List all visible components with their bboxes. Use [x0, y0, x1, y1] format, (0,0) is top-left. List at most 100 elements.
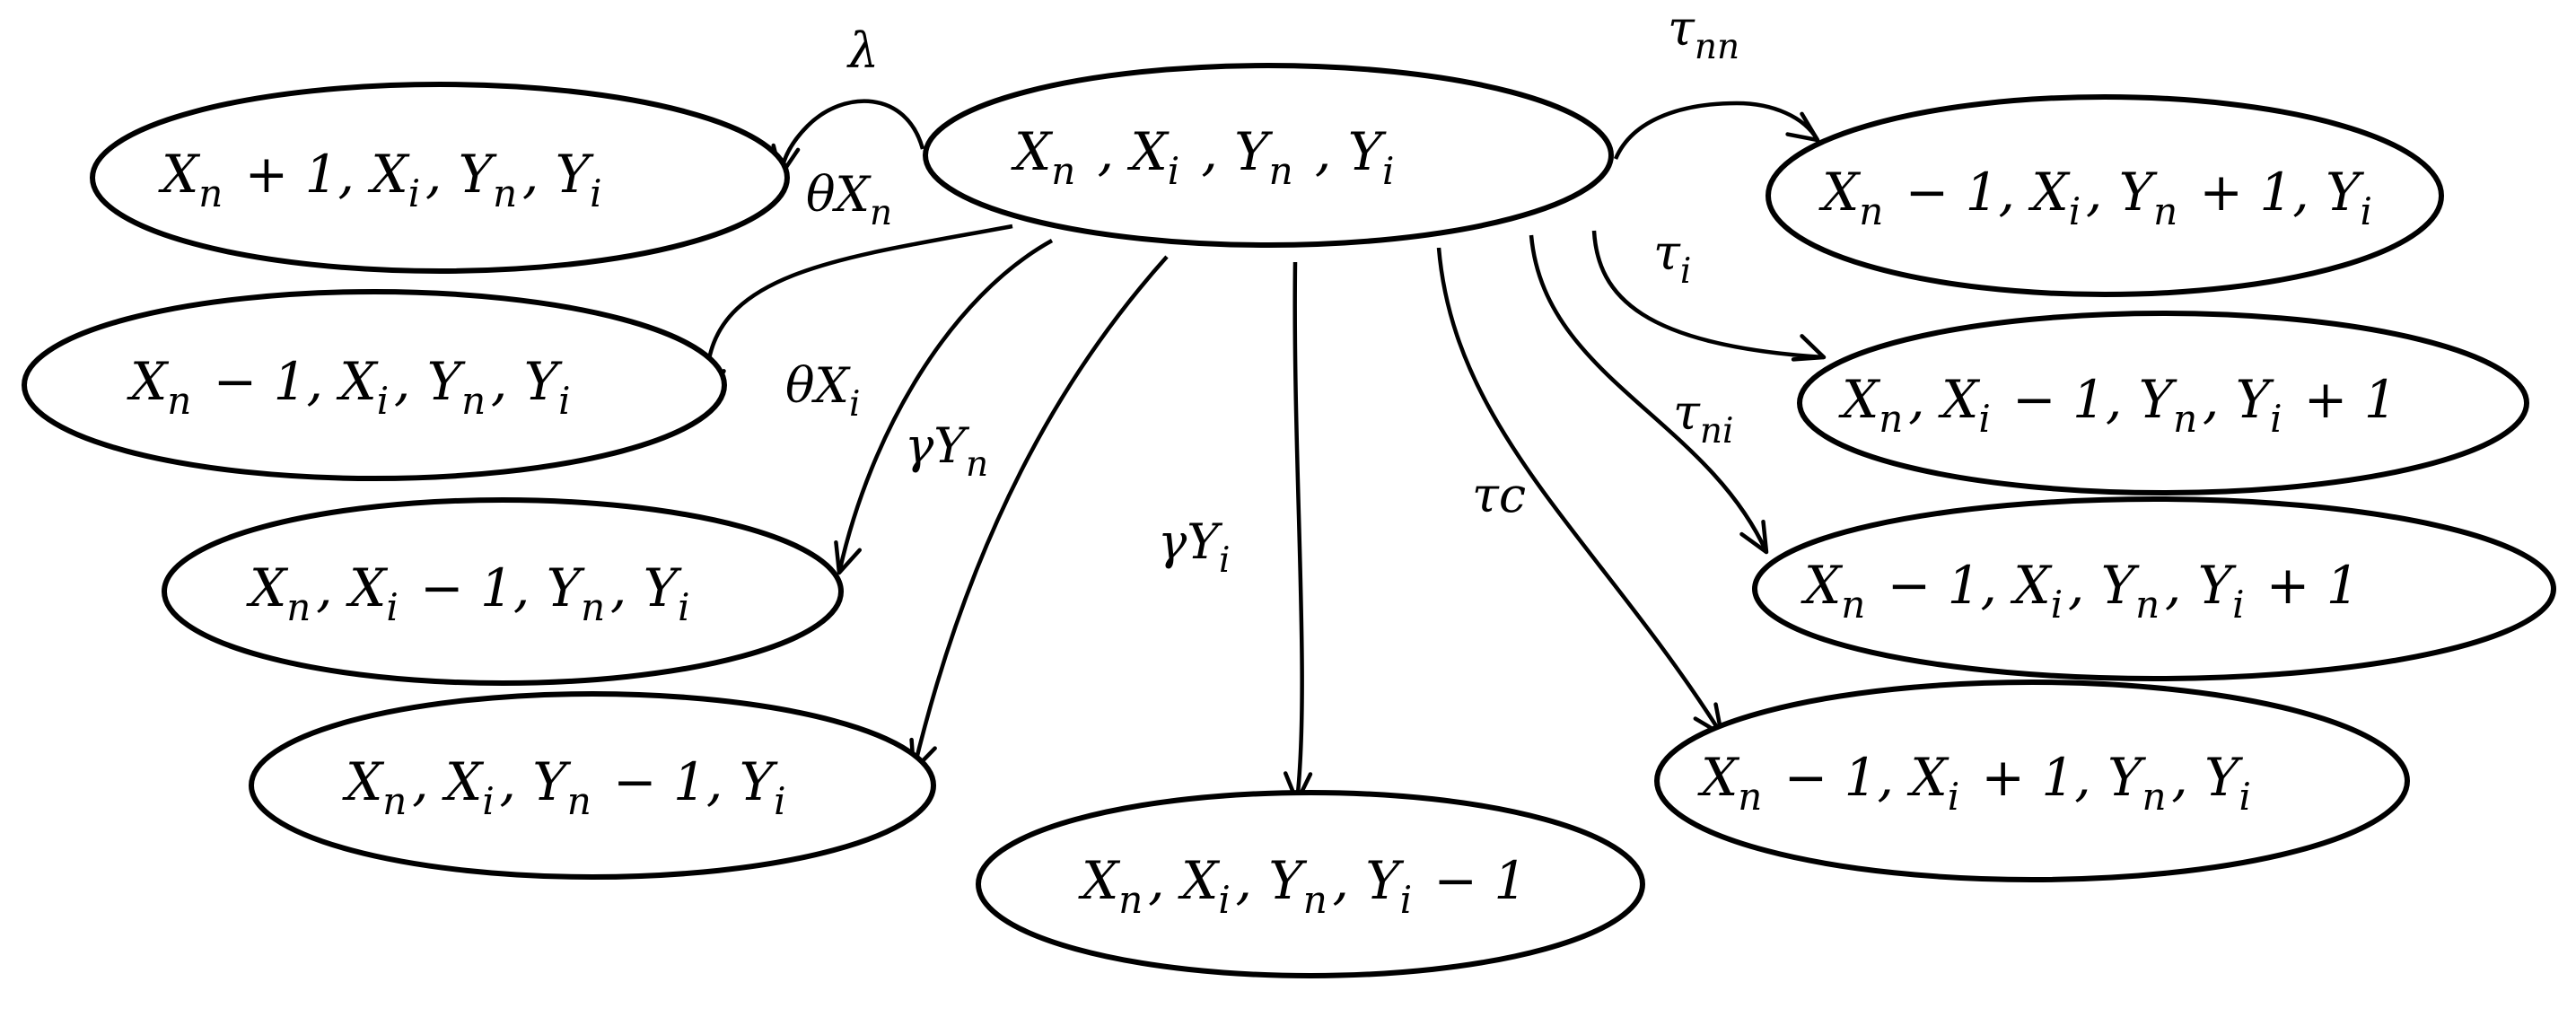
math-symbol: X	[1818, 162, 1862, 223]
math-symbol: X	[1126, 121, 1170, 182]
math-subscript: i	[2232, 583, 2244, 627]
rate-label-xn-plus-1: λ	[846, 22, 879, 79]
math-symbol: X	[1906, 747, 1950, 808]
math-symbol: − 1,	[1996, 369, 2139, 430]
state-ellipse	[249, 691, 936, 880]
math-symbol: − 1,	[597, 751, 740, 812]
math-symbol: Y	[459, 144, 497, 205]
transition-arrow	[911, 255, 1169, 771]
math-symbol: Y	[1365, 850, 1404, 911]
math-symbol: X	[127, 351, 170, 412]
math-subscript: n	[493, 171, 517, 215]
state-node-yi-minus-1: Xn , Xi , Yn , Yi − 1	[976, 790, 1645, 978]
math-symbol: τc	[1472, 467, 1526, 523]
math-symbol: ,	[412, 751, 445, 812]
math-symbol: ,	[1081, 121, 1130, 182]
transitions	[697, 99, 1827, 804]
math-symbol: X	[2028, 162, 2071, 223]
rate-label-yn-minus-1: γYn	[905, 417, 993, 485]
math-subscript: i	[2239, 775, 2250, 819]
math-symbol: + 1,	[1965, 747, 2107, 808]
transition-arrow	[837, 239, 1054, 574]
math-subscript: n	[167, 379, 191, 423]
math-subscript: i	[1382, 149, 1394, 193]
arrowhead	[1791, 334, 1827, 362]
math-symbol: Y	[547, 557, 585, 618]
math-symbol: ,	[2203, 369, 2236, 430]
state-node-xn-plus-1: Xn + 1, Xi , Yn , Yi	[90, 82, 790, 274]
math-symbol: − 1	[1417, 850, 1527, 911]
math-subscript: nn	[1695, 27, 1739, 67]
math-subscript: i	[386, 585, 398, 629]
math-symbol: X	[342, 751, 385, 812]
math-subscript: i	[2051, 583, 2063, 627]
arrowhead	[1739, 519, 1769, 555]
state-node-yn-minus-1: Xn , Xi , Yn − 1, Yi	[249, 691, 936, 880]
rate-label-tau-ni: τni	[1673, 384, 1739, 452]
math-symbol: ,	[1236, 850, 1269, 911]
math-symbol: Y	[2198, 555, 2237, 616]
math-subscript: i	[678, 585, 689, 629]
math-symbol: Y	[2119, 162, 2158, 223]
state-label: Xn , Xi , Yn , Yi − 1	[1078, 850, 1527, 922]
rate-label-tau-i: τi	[1653, 224, 1696, 292]
math-subscript: i	[2069, 189, 2081, 233]
math-symbol: θ	[785, 357, 815, 414]
rate-label-tau-c: τc	[1472, 467, 1526, 523]
math-symbol: − 1,	[404, 557, 547, 618]
rate-label-xn-minus-1: θXn	[806, 166, 897, 233]
arrowhead	[1785, 111, 1820, 143]
transition-arrow	[1436, 247, 1723, 736]
math-symbol: Y	[427, 351, 466, 412]
state-label: Xn − 1, Xi , Yn , Yi + 1	[1801, 555, 2360, 627]
math-symbol: λ	[846, 22, 879, 79]
math-subscript: n	[567, 779, 591, 823]
state-label: Xn − 1, Xi , Yn + 1, Yi	[1818, 162, 2378, 233]
state-node-xi-minus-1: Xn , Xi − 1, Yn , Yi	[162, 497, 844, 686]
math-symbol: X	[1801, 555, 1844, 616]
math-symbol: ,	[1185, 121, 1234, 182]
math-symbol: ,	[2171, 747, 2204, 808]
math-symbol: ,	[1148, 850, 1181, 911]
transition-yi-minus-1	[1283, 261, 1313, 804]
math-symbol: Y	[524, 351, 563, 412]
math-symbol: X	[832, 166, 872, 223]
math-symbol: ,	[610, 557, 644, 618]
math-subscript: n	[1879, 397, 1903, 441]
state-node-tau-nn: Xn − 1, Xi , Yn + 1, Yi	[1766, 94, 2444, 297]
math-symbol: θ	[806, 166, 836, 223]
math-symbol: + 1,	[228, 144, 371, 205]
transition-tau-i	[1591, 230, 1827, 362]
math-subscript: n	[581, 585, 605, 629]
math-symbol: Y	[2107, 747, 2146, 808]
math-symbol: X	[811, 357, 852, 414]
math-symbol: ,	[491, 351, 524, 412]
math-symbol: X	[2010, 555, 2053, 616]
math-symbol: − 1,	[1871, 555, 2013, 616]
state-ellipse	[1766, 94, 2444, 297]
math-subscript: i	[558, 379, 570, 423]
math-symbol: X	[246, 557, 289, 618]
math-subscript: n	[1841, 583, 1865, 627]
math-symbol: Y	[2236, 369, 2274, 430]
math-subscript: i	[2270, 397, 2282, 441]
math-symbol: X	[1011, 121, 1054, 182]
math-subscript: n	[1118, 878, 1143, 922]
math-symbol: Y	[644, 557, 682, 618]
math-symbol: ,	[500, 751, 533, 812]
math-symbol: τ	[1653, 224, 1681, 281]
transition-arrow	[1292, 261, 1304, 802]
math-symbol: Y	[1348, 121, 1387, 182]
math-symbol: − 1,	[1767, 747, 1910, 808]
math-symbol: − 1,	[1888, 162, 2031, 223]
math-subscript: n	[198, 171, 223, 215]
rate-label-tau-nn: τnn	[1668, 0, 1745, 67]
math-symbol: ,	[1908, 369, 1941, 430]
state-ellipse	[1797, 311, 2529, 495]
state-node-tau-c: Xn − 1, Xi + 1, Yn , Yi	[1654, 680, 2410, 882]
math-subscript: i	[1948, 775, 1959, 819]
state-ellipse	[1752, 496, 2556, 681]
math-symbol: X	[1078, 850, 1121, 911]
math-symbol: Y	[556, 144, 594, 205]
